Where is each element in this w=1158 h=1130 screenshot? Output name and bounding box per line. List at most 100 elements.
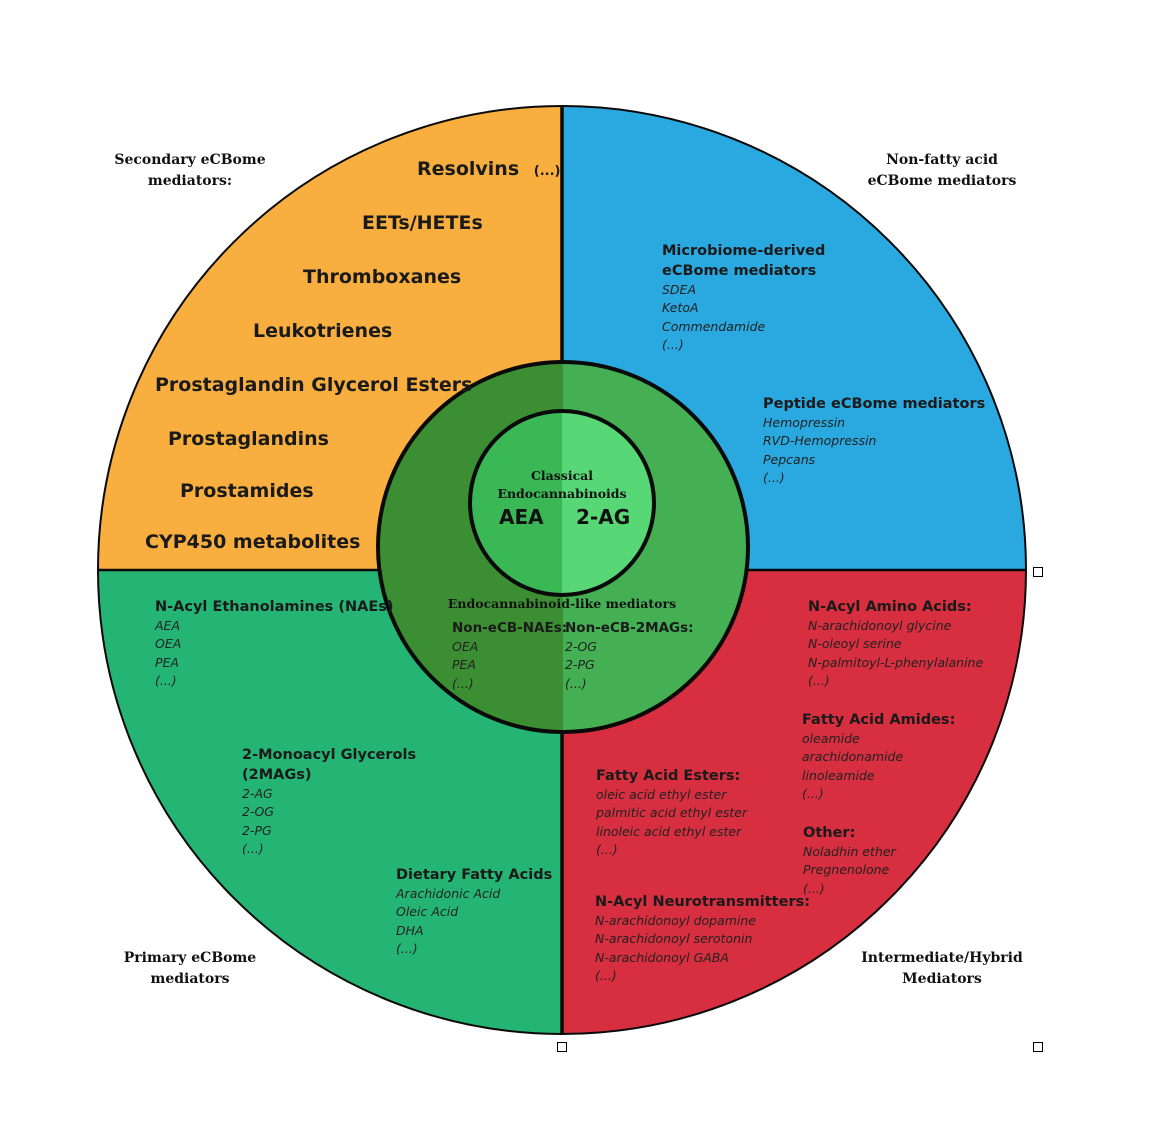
group-item: (...)	[662, 336, 684, 352]
group-title: Microbiome-derived	[662, 243, 826, 259]
group-title: (2MAGs)	[242, 767, 312, 783]
group-title: N-Acyl Neurotransmitters:	[595, 894, 811, 910]
resize-handle-right[interactable]	[1033, 567, 1043, 577]
group-item: N-oleoyl serine	[808, 636, 902, 652]
label-secondary-line1: Secondary eCBome	[114, 152, 266, 168]
inner-circle-left-half	[470, 411, 562, 595]
group-item: oleic acid ethyl ester	[596, 787, 727, 802]
middle-right-group: Non-eCB-2MAGs: 2-OG 2-PG (...)	[565, 618, 694, 693]
group-item: Arachidonic Acid	[396, 886, 501, 901]
inner-circle-outline	[468, 409, 656, 597]
group-item: N-arachidonoyl glycine	[808, 618, 952, 633]
group-item: 2-OG	[242, 804, 274, 820]
secondary-item-text: Resolvins	[417, 158, 520, 180]
middle-left-group: Non-eCB-NAEs: OEA PEA (...)	[452, 618, 567, 693]
group-title: N-Acyl Amino Acids:	[808, 599, 972, 615]
resize-handle-bottom[interactable]	[557, 1042, 567, 1052]
group-title: 2-Monoacyl Glycerols	[242, 747, 417, 763]
group-naes: N-Acyl Ethanolamines (NAEs) AEA OEA PEA …	[155, 597, 394, 690]
group-item: N-palmitoyl-L-phenylalanine	[808, 654, 984, 670]
group-item: DHA	[396, 922, 424, 938]
group-item: arachidonamide	[802, 749, 904, 765]
resolvins-ellipsis: (...)	[533, 164, 561, 179]
group-item: (...)	[242, 840, 264, 856]
middle-right-item: 2-PG	[565, 657, 595, 673]
outer-circle-outline	[97, 105, 1027, 1035]
group-item: Oleic Acid	[396, 904, 459, 920]
group-title: eCBome mediators	[662, 263, 817, 279]
group-n-acyl-amino-acids: N-Acyl Amino Acids: N-arachidonoyl glyci…	[808, 597, 983, 690]
group-item: OEA	[155, 636, 182, 652]
group-item: Commendamide	[662, 318, 766, 334]
middle-right-item: 2-OG	[565, 639, 597, 654]
group-item: (...)	[155, 672, 177, 688]
center-title-line1: Classical	[530, 468, 594, 483]
middle-right-title: Non-eCB-2MAGs:	[565, 620, 694, 636]
label-nonfatty: Non-fatty acid eCBome mediators	[852, 150, 1032, 192]
label-primary: Primary eCBome mediators	[100, 948, 280, 990]
group-title: Other:	[803, 825, 856, 841]
center-title-line2: Endocannabinoids	[497, 486, 627, 501]
group-dietary-fatty-acids: Dietary Fatty Acids Arachidonic Acid Ole…	[396, 865, 552, 958]
group-item: PEA	[155, 654, 179, 670]
middle-left-item: (...)	[452, 675, 474, 691]
group-title: Fatty Acid Amides:	[802, 712, 956, 728]
group-n-acyl-neurotransmitters: N-Acyl Neurotransmitters: N-arachidonoyl…	[595, 892, 810, 985]
secondary-item-thromboxanes: Thromboxanes	[303, 266, 462, 288]
secondary-item-prostamides: Prostamides	[180, 480, 314, 502]
group-item: Noladhin ether	[803, 844, 896, 859]
secondary-item-prostaglandins: Prostaglandins	[168, 428, 329, 450]
middle-left-item: OEA	[452, 639, 479, 654]
group-item: (...)	[595, 967, 617, 983]
label-secondary: Secondary eCBome mediators:	[100, 150, 280, 192]
center-2ag: 2-AG	[576, 505, 631, 529]
group-item: linoleamide	[802, 767, 875, 783]
label-intermediate-line1: Intermediate/Hybrid	[861, 950, 1023, 966]
label-nonfatty-line2: eCBome mediators	[867, 173, 1017, 189]
group-fatty-acid-amides: Fatty Acid Amides: oleamide arachidonami…	[802, 710, 955, 803]
group-peptide: Peptide eCBome mediators Hemopressin RVD…	[763, 394, 985, 487]
group-item: N-arachidonoyl dopamine	[595, 913, 757, 928]
center-aea: AEA	[499, 505, 544, 529]
group-item: palmitic acid ethyl ester	[596, 805, 748, 821]
group-item: (...)	[803, 880, 825, 896]
group-item: linoleic acid ethyl ester	[596, 823, 742, 839]
group-item: Pepcans	[763, 451, 816, 467]
resize-handle-bottom-right[interactable]	[1033, 1042, 1043, 1052]
secondary-item-cyp450: CYP450 metabolites	[145, 531, 361, 553]
group-title: Dietary Fatty Acids	[396, 867, 553, 883]
middle-right-item: (...)	[565, 675, 587, 691]
label-intermediate-line2: Mediators	[902, 971, 982, 987]
label-primary-line2: mediators	[150, 971, 230, 987]
group-other: Other: Noladhin ether Pregnenolone (...)	[803, 823, 896, 898]
group-item: KetoA	[662, 300, 699, 316]
group-2mags: 2-Monoacyl Glycerols (2MAGs) 2-AG 2-OG 2…	[242, 745, 416, 858]
group-item: SDEA	[662, 282, 697, 297]
group-item: (...)	[802, 785, 824, 801]
group-fatty-acid-esters: Fatty Acid Esters: oleic acid ethyl este…	[596, 766, 747, 859]
group-item: (...)	[763, 469, 785, 485]
group-item: (...)	[596, 841, 618, 857]
group-item: RVD-Hemopressin	[763, 433, 877, 449]
group-item: Pregnenolone	[803, 862, 890, 878]
group-item: 2-PG	[242, 822, 272, 838]
group-microbiome: Microbiome-derived eCBome mediators SDEA…	[662, 241, 825, 354]
group-item: Hemopressin	[763, 415, 846, 430]
group-title: Fatty Acid Esters:	[596, 768, 741, 784]
label-primary-line1: Primary eCBome	[123, 950, 257, 966]
group-title: N-Acyl Ethanolamines (NAEs)	[155, 599, 394, 615]
middle-ring-title: Endocannabinoid-like mediators	[447, 596, 677, 611]
middle-left-item: PEA	[452, 657, 476, 673]
group-item: oleamide	[802, 731, 860, 746]
inner-circle-right-half	[562, 411, 654, 595]
secondary-item-leukotrienes: Leukotrienes	[253, 320, 393, 342]
label-nonfatty-line1: Non-fatty acid	[886, 152, 998, 168]
group-item: AEA	[155, 618, 180, 633]
group-item: N-arachidonoyl GABA	[595, 949, 729, 965]
secondary-item-eets: EETs/HETEs	[362, 212, 483, 234]
center-title: Classical Endocannabinoids	[482, 467, 642, 503]
secondary-item-resolvins: Resolvins (...)	[417, 158, 560, 180]
middle-left-title: Non-eCB-NAEs:	[452, 620, 568, 636]
label-intermediate: Intermediate/Hybrid Mediators	[852, 948, 1032, 990]
